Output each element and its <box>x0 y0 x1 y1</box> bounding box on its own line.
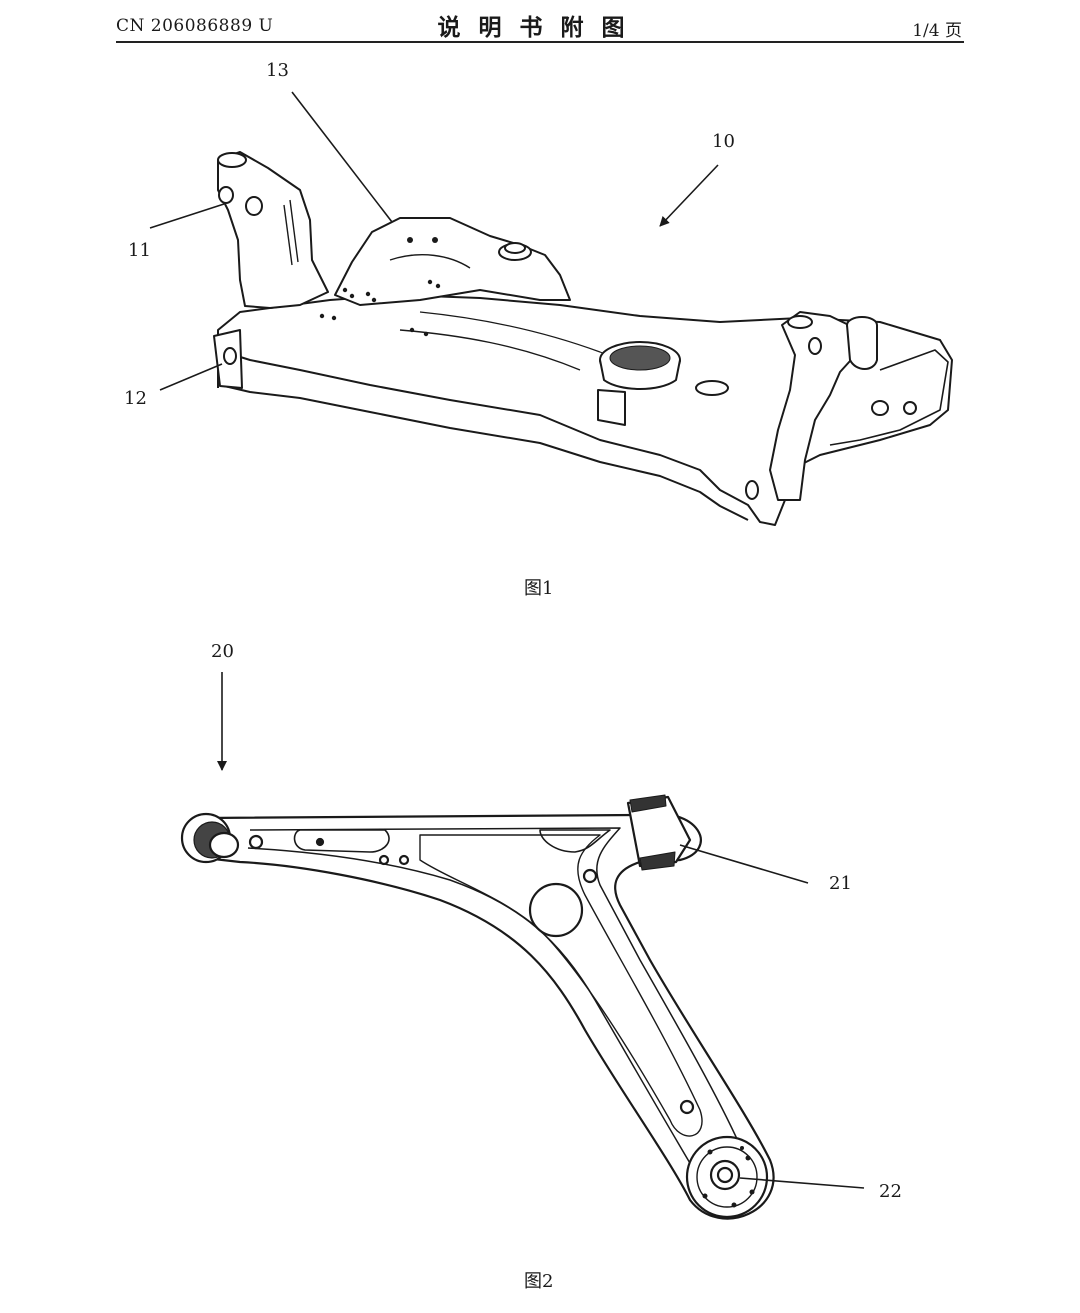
figure1-labels: 13 10 11 12 <box>124 60 735 409</box>
control-arm-outline <box>203 812 775 1220</box>
control-arm-drawing <box>180 794 775 1220</box>
subframe-left-tower <box>217 151 329 309</box>
control-arm-front-bushing <box>626 794 692 871</box>
figure2-caption: 图2 <box>524 1271 554 1292</box>
figure1-leaders <box>149 91 719 391</box>
arrow-10 <box>659 164 719 227</box>
leader-11 <box>149 203 225 229</box>
figure2-labels: 20 21 22 <box>211 641 902 1202</box>
subframe-rear-saddle <box>334 217 571 306</box>
page-title: 说明书附图 <box>437 14 643 41</box>
figure1-caption: 图1 <box>524 578 554 599</box>
leader-21 <box>679 844 809 884</box>
figure2-leaders <box>217 672 865 1189</box>
control-arm-ball-joint <box>180 812 240 864</box>
ref-label-12: 12 <box>124 388 147 409</box>
leader-13 <box>291 91 393 223</box>
header-divider <box>116 41 964 43</box>
ref-label-10: 10 <box>712 131 735 152</box>
patent-number: CN 206086889 U <box>116 16 274 36</box>
ref-label-13: 13 <box>266 60 289 81</box>
leader-22 <box>739 1177 865 1189</box>
ref-label-22: 22 <box>879 1181 902 1202</box>
ref-label-20: 20 <box>211 641 234 662</box>
ref-label-11: 11 <box>128 240 151 261</box>
subframe-drawing <box>213 151 953 526</box>
control-arm-rear-bushing <box>685 1135 769 1219</box>
subframe-right-tower <box>769 311 861 501</box>
ref-label-21: 21 <box>829 873 852 894</box>
leader-12 <box>159 363 223 391</box>
page-number: 1/4 页 <box>912 21 962 41</box>
